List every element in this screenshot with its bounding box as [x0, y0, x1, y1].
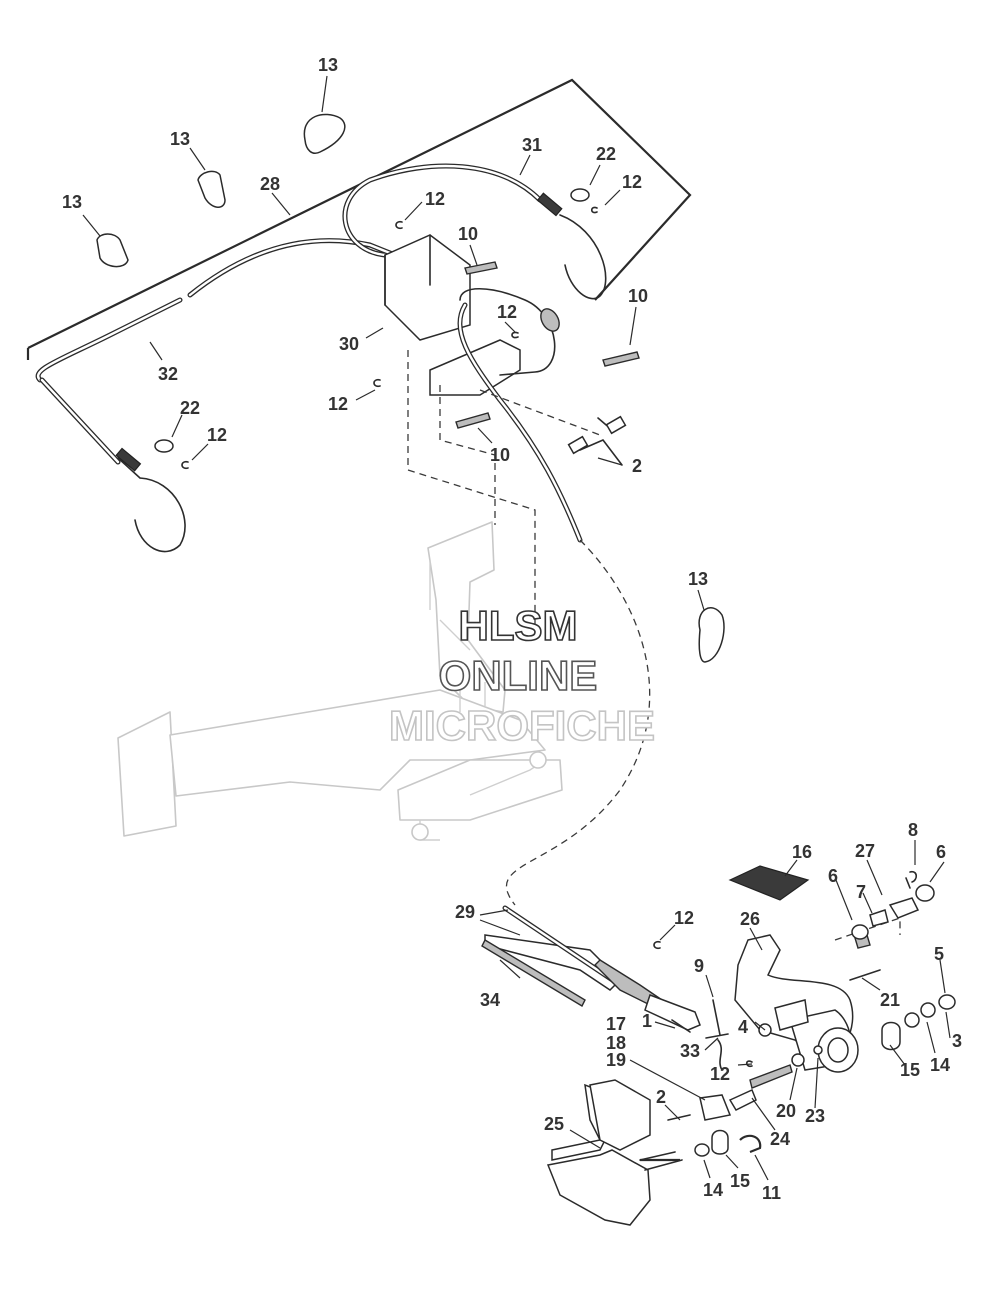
callout-28: 28	[260, 174, 280, 194]
callout-2a: 2	[632, 456, 642, 476]
callout-18: 18	[606, 1033, 626, 1053]
ghost-frame	[117, 521, 563, 841]
callout-labels: 13 13 13 13 28 31 22 12 12 10 10 12 30 3…	[62, 55, 962, 1203]
cable-assemblies	[35, 163, 607, 553]
callout-12c: 12	[497, 302, 517, 322]
callout-10c: 10	[490, 445, 510, 465]
callout-7: 7	[856, 882, 866, 902]
callout-12b: 12	[425, 189, 445, 209]
callout-9: 9	[694, 956, 704, 976]
routing-lines	[407, 350, 901, 1061]
callout-12f: 12	[674, 908, 694, 928]
callout-33: 33	[680, 1041, 700, 1061]
callout-6a: 6	[936, 842, 946, 862]
callout-6b: 6	[828, 866, 838, 886]
callout-14a: 14	[930, 1055, 950, 1075]
callout-29: 29	[455, 902, 475, 922]
callout-14b: 14	[703, 1180, 723, 1200]
callout-1: 1	[642, 1011, 652, 1031]
callout-13a: 13	[318, 55, 338, 75]
assembly-outline	[26, 78, 692, 360]
callout-26: 26	[740, 909, 760, 929]
callout-32: 32	[158, 364, 178, 384]
callout-3: 3	[952, 1031, 962, 1051]
leader-lines	[82, 75, 951, 1181]
watermark-line3: MICROFICHE	[389, 702, 655, 749]
callout-11: 11	[762, 1183, 781, 1203]
callout-27: 27	[855, 841, 875, 861]
callout-16: 16	[792, 842, 812, 862]
callout-12g: 12	[710, 1064, 730, 1084]
callout-19: 19	[606, 1050, 626, 1070]
callout-30: 30	[339, 334, 359, 354]
callout-2b: 2	[656, 1087, 666, 1107]
callout-20: 20	[776, 1101, 796, 1121]
callout-12a: 12	[622, 172, 642, 192]
watermark-line2: ONLINE	[439, 652, 598, 699]
clamp-parts	[96, 113, 725, 663]
callout-23: 23	[805, 1106, 825, 1126]
callout-4: 4	[738, 1017, 748, 1037]
pedal-assembly	[481, 865, 956, 1226]
callout-15b: 15	[730, 1171, 750, 1191]
callout-25: 25	[544, 1114, 564, 1134]
callout-13c: 13	[62, 192, 82, 212]
callout-21: 21	[880, 990, 900, 1010]
callout-10b: 10	[628, 286, 648, 306]
callout-15a: 15	[900, 1060, 920, 1080]
callout-8: 8	[908, 820, 918, 840]
callout-12e: 12	[207, 425, 227, 445]
watermark-line1: HLSM	[459, 602, 578, 649]
callout-22b: 22	[180, 398, 200, 418]
callout-34: 34	[480, 990, 500, 1010]
callout-13b: 13	[170, 129, 190, 149]
callout-24: 24	[770, 1129, 790, 1149]
callout-12d: 12	[328, 394, 348, 414]
callout-5: 5	[934, 944, 944, 964]
upper-hardware	[154, 188, 640, 470]
callout-22a: 22	[596, 144, 616, 164]
watermark: HLSM ONLINE MICROFICHE	[388, 601, 656, 750]
callout-10a: 10	[458, 224, 478, 244]
callout-31: 31	[522, 135, 542, 155]
callout-17: 17	[606, 1014, 626, 1034]
callout-13d: 13	[688, 569, 708, 589]
